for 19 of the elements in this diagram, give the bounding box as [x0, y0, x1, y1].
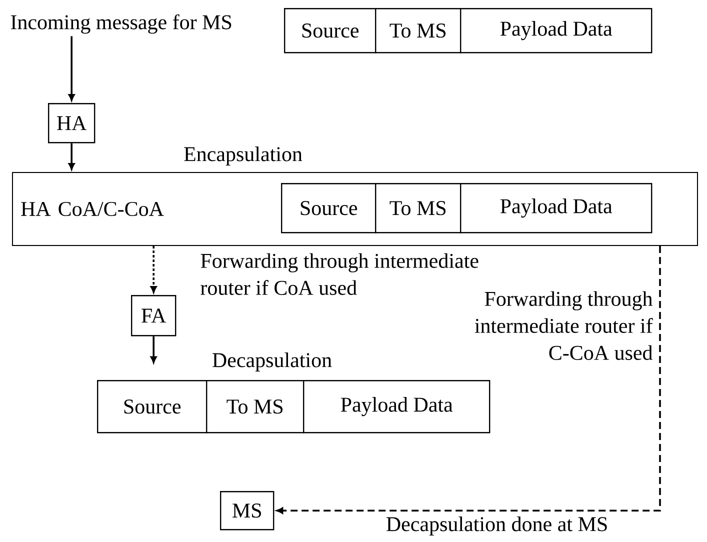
packet-field-cell: Source	[284, 8, 376, 54]
packet-field-cell: To MS	[375, 183, 462, 234]
agent-box: FA	[131, 295, 176, 336]
arrow	[150, 246, 157, 293]
annotation-text: Decapsulation done at MS	[386, 516, 607, 536]
annotation-text: Decapsulation	[212, 352, 332, 372]
packet-field-cell: To MS	[206, 380, 304, 434]
packet-field-cell: Source	[97, 380, 208, 434]
annotation-text: Encapsulation	[184, 146, 302, 166]
arrow	[276, 246, 661, 514]
packet-field-cell: Source	[281, 183, 376, 234]
packet-field-cell: Payload Data	[303, 380, 490, 434]
arrow	[68, 143, 75, 170]
agent-box: HA	[48, 103, 96, 144]
message-text: Incoming message for MS	[10, 14, 232, 34]
arrow	[68, 36, 75, 101]
packet-field-cell: To MS	[375, 8, 462, 54]
arrow	[150, 336, 157, 363]
agent-box: MS	[220, 491, 274, 530]
